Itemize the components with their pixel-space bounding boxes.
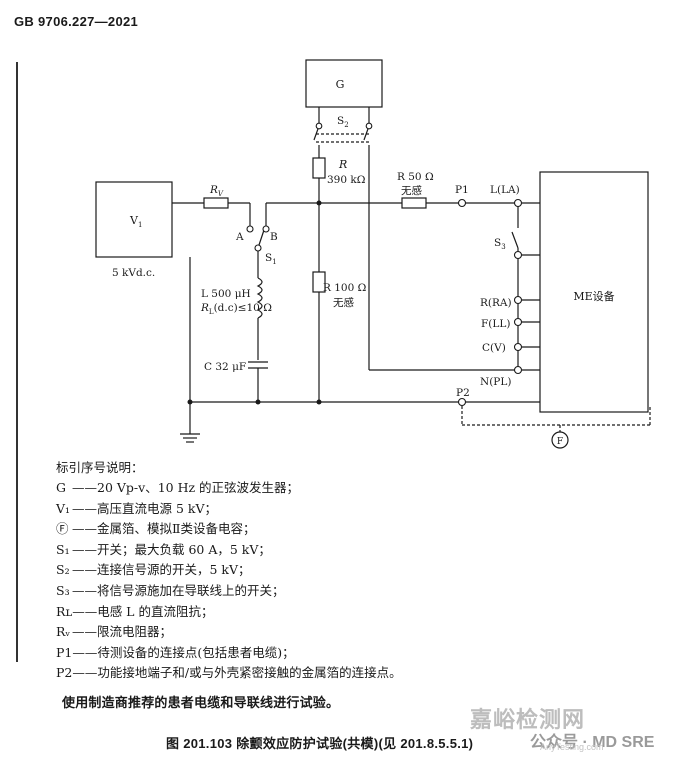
resistor-r390k <box>312 157 326 179</box>
label-s2: S2 <box>337 115 349 129</box>
label-r: R <box>338 158 347 171</box>
label-la: L(LA) <box>490 184 520 196</box>
legend-item: Rʟ——电感 L 的直流阻抗； <box>56 603 214 619</box>
label-capacitor: C 32 μF <box>204 361 246 373</box>
resistor-rv <box>203 197 229 209</box>
legend-title: 标引序号说明： <box>56 460 144 475</box>
standard-number: GB 9706.227—2021 <box>14 14 139 29</box>
label-r50: R 50 Ω <box>397 171 434 183</box>
label-pl: N(PL) <box>480 376 511 388</box>
legend-item: S₃——将信号源施加在导联线上的开关； <box>56 582 285 598</box>
legend-item: P2——功能接地端子和/或与外壳紧密接触的金属箔的连接点。 <box>56 665 402 681</box>
legend-item: P1——待测设备的连接点(包括患者电缆)； <box>56 644 295 660</box>
generator-box <box>305 59 383 108</box>
legend-item: S₂——连接信号源的开关，5 kV； <box>56 562 251 578</box>
p1-terminal <box>457 198 467 208</box>
margin-rule <box>16 62 18 662</box>
figure-caption: 图 201.103 除颤效应防护试验(共模)(见 201.8.5.5.1) <box>166 736 474 751</box>
label-a: A <box>235 231 244 243</box>
label-r390k: 390 kΩ <box>327 174 366 186</box>
label-p2: P2 <box>456 387 470 399</box>
legend-list: G——20 Vp-v、10 Hz 的正弦波发生器； V₁——高压直流电源 5 k… <box>56 478 402 684</box>
watermark-url: AnyTesting.com <box>540 742 604 752</box>
label-r100: R 100 Ω <box>323 282 367 294</box>
label-r50-noninductive: 无感 <box>401 184 422 197</box>
legend-item: V₁——高压直流电源 5 kV； <box>56 500 218 516</box>
label-ll: F(LL) <box>481 318 510 330</box>
label-b: B <box>270 231 278 243</box>
label-s3: S3 <box>494 237 506 251</box>
p2-terminal <box>457 397 467 407</box>
label-v: C(V) <box>482 342 506 354</box>
legend-item: S₁——开关；最大负载 60 A，5 kV； <box>56 541 271 557</box>
label-rv: RV <box>209 184 224 198</box>
label-r100-noninductive: 无感 <box>333 296 354 309</box>
label-me-equipment: ME设备 <box>573 289 614 303</box>
watermark-account: 公众号 · MD SRE <box>530 734 655 751</box>
label-rl: RL(d.c)≤10 Ω <box>200 302 272 316</box>
circuit-diagram: G S2 R 390 kΩ R 50 Ω 无感 P1 L(LA) RV V1 5… <box>95 59 651 449</box>
v1-supply-box <box>95 181 173 258</box>
label-inductor: L 500 μH <box>201 288 251 300</box>
label-p1: P1 <box>455 184 469 196</box>
legend-item: G——20 Vp-v、10 Hz 的正弦波发生器； <box>56 480 300 495</box>
foil-symbol <box>551 431 569 449</box>
legend-item: Ⓕ——金属箔、模拟Ⅱ类设备电容； <box>56 521 256 537</box>
legend-item: Rᵥ——限流电阻器； <box>56 624 173 640</box>
label-g: G <box>336 78 345 91</box>
label-v1: V1 <box>129 214 142 229</box>
me-equipment-box <box>539 171 649 413</box>
resistor-r50 <box>401 197 427 209</box>
label-f: F <box>557 437 563 447</box>
watermark-text: 嘉峪检测网 <box>470 707 586 732</box>
label-s1: S1 <box>265 252 277 266</box>
label-ra: R(RA) <box>480 297 512 309</box>
test-note: 使用制造商推荐的患者电缆和导联线进行试验。 <box>62 695 340 710</box>
label-v1-rating: 5 kVd.c. <box>112 267 155 279</box>
